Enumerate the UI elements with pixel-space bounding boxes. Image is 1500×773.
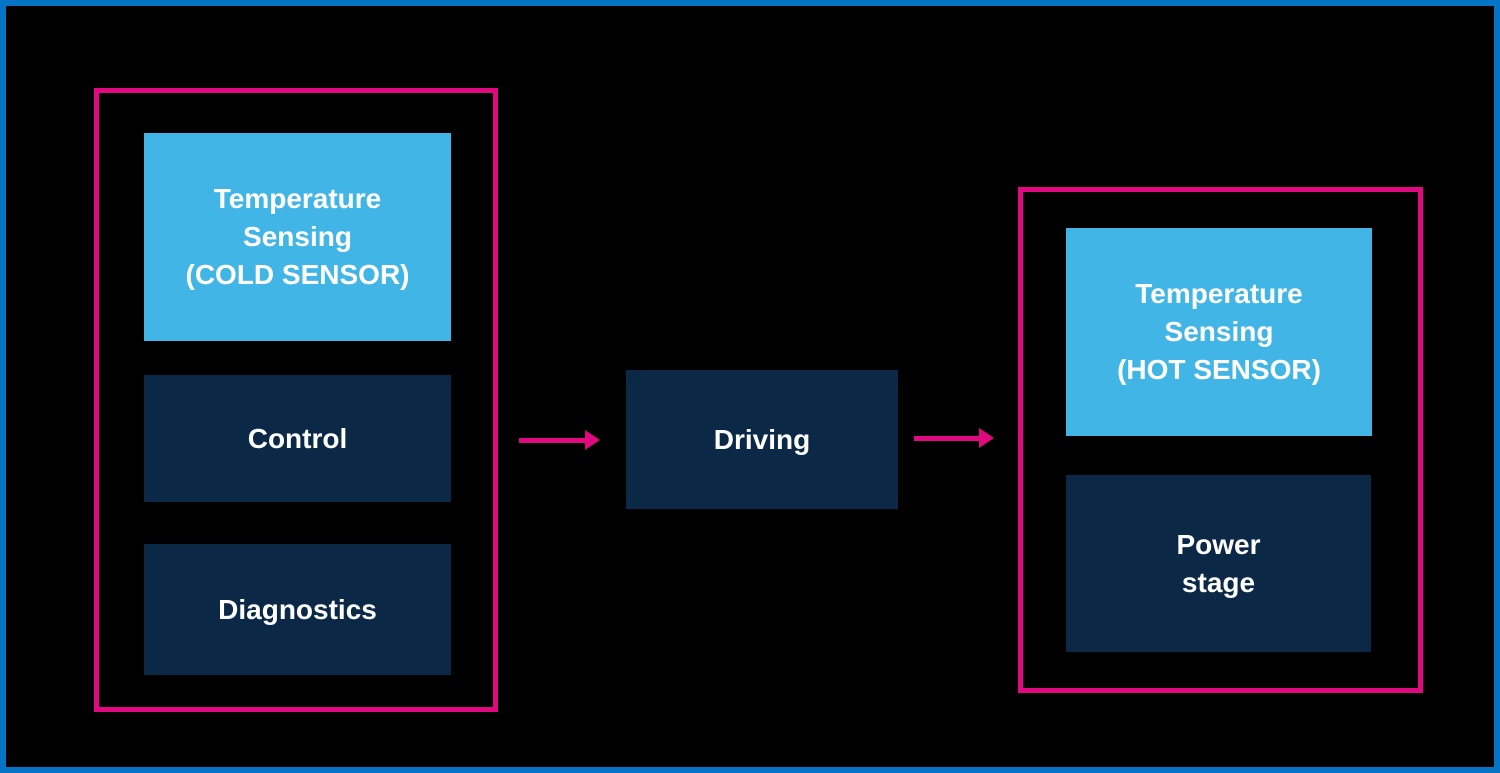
driving-box: Driving <box>626 370 898 509</box>
diagnostics-box: Diagnostics <box>144 544 451 675</box>
hot-side-group-outline <box>1018 187 1423 693</box>
diagnostics-label: Diagnostics <box>218 593 377 625</box>
power-stage-box: Power stage <box>1066 475 1371 652</box>
temperature-sensing-hot-label: Temperature Sensing (HOT SENSOR) <box>1117 278 1321 385</box>
arrow-left-to-driving-icon <box>519 430 600 450</box>
temperature-sensing-cold-box: Temperature Sensing (COLD SENSOR) <box>144 133 451 341</box>
cold-side-group-outline <box>94 88 498 712</box>
arrow-driving-to-right-icon <box>914 428 994 448</box>
temperature-sensing-hot-box: Temperature Sensing (HOT SENSOR) <box>1066 228 1372 436</box>
control-label: Control <box>247 422 348 454</box>
driving-label: Driving <box>713 423 811 455</box>
temperature-sensing-cold-label: Temperature Sensing (COLD SENSOR) <box>185 183 410 290</box>
control-box: Control <box>144 375 451 502</box>
power-stage-label: Power stage <box>1176 528 1261 598</box>
